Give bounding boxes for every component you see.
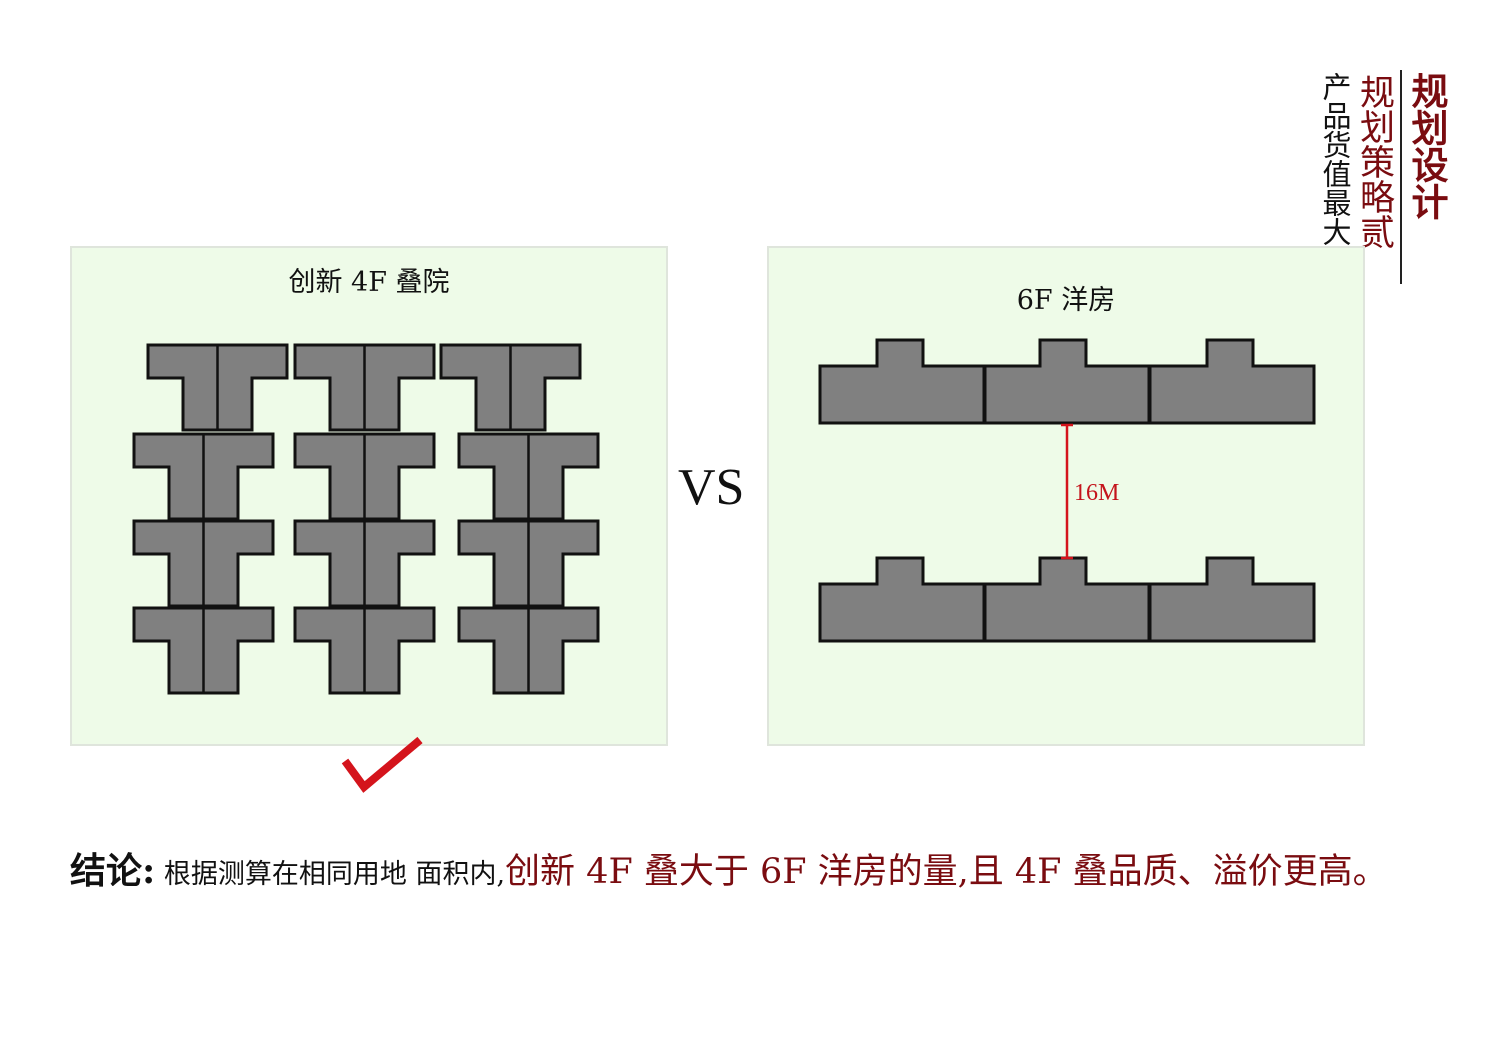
conclusion-text: 结论: 根据测算在相同用地 面积内,创新 4F 叠大于 6F 洋房的量,且 4F… xyxy=(70,842,1388,894)
panel-4f-courtyard-title: 创新 4F 叠院 xyxy=(288,267,450,298)
panel-6f-apartment-title: 6F 洋房 xyxy=(1016,285,1116,316)
panel-6f-apartment: 6F 洋房 xyxy=(767,246,1365,746)
panel-4f-courtyard: 创新 4F 叠院 xyxy=(70,246,668,746)
header-title-product: 产品货值最大化 xyxy=(1318,72,1352,275)
conclusion-lead: 结论: xyxy=(70,850,156,892)
title-divider xyxy=(1400,70,1402,284)
vs-label: VS xyxy=(678,459,745,516)
check-icon xyxy=(341,736,423,793)
header-title-main: 规划设计 xyxy=(1405,72,1449,220)
conclusion-highlight: 创新 4F 叠大于 6F 洋房的量,且 4F 叠品质、溢价更高。 xyxy=(505,852,1388,892)
header-title-strategy: 规划策略贰 xyxy=(1354,74,1394,249)
conclusion-body: 根据测算在相同用地 面积内, xyxy=(155,859,506,890)
